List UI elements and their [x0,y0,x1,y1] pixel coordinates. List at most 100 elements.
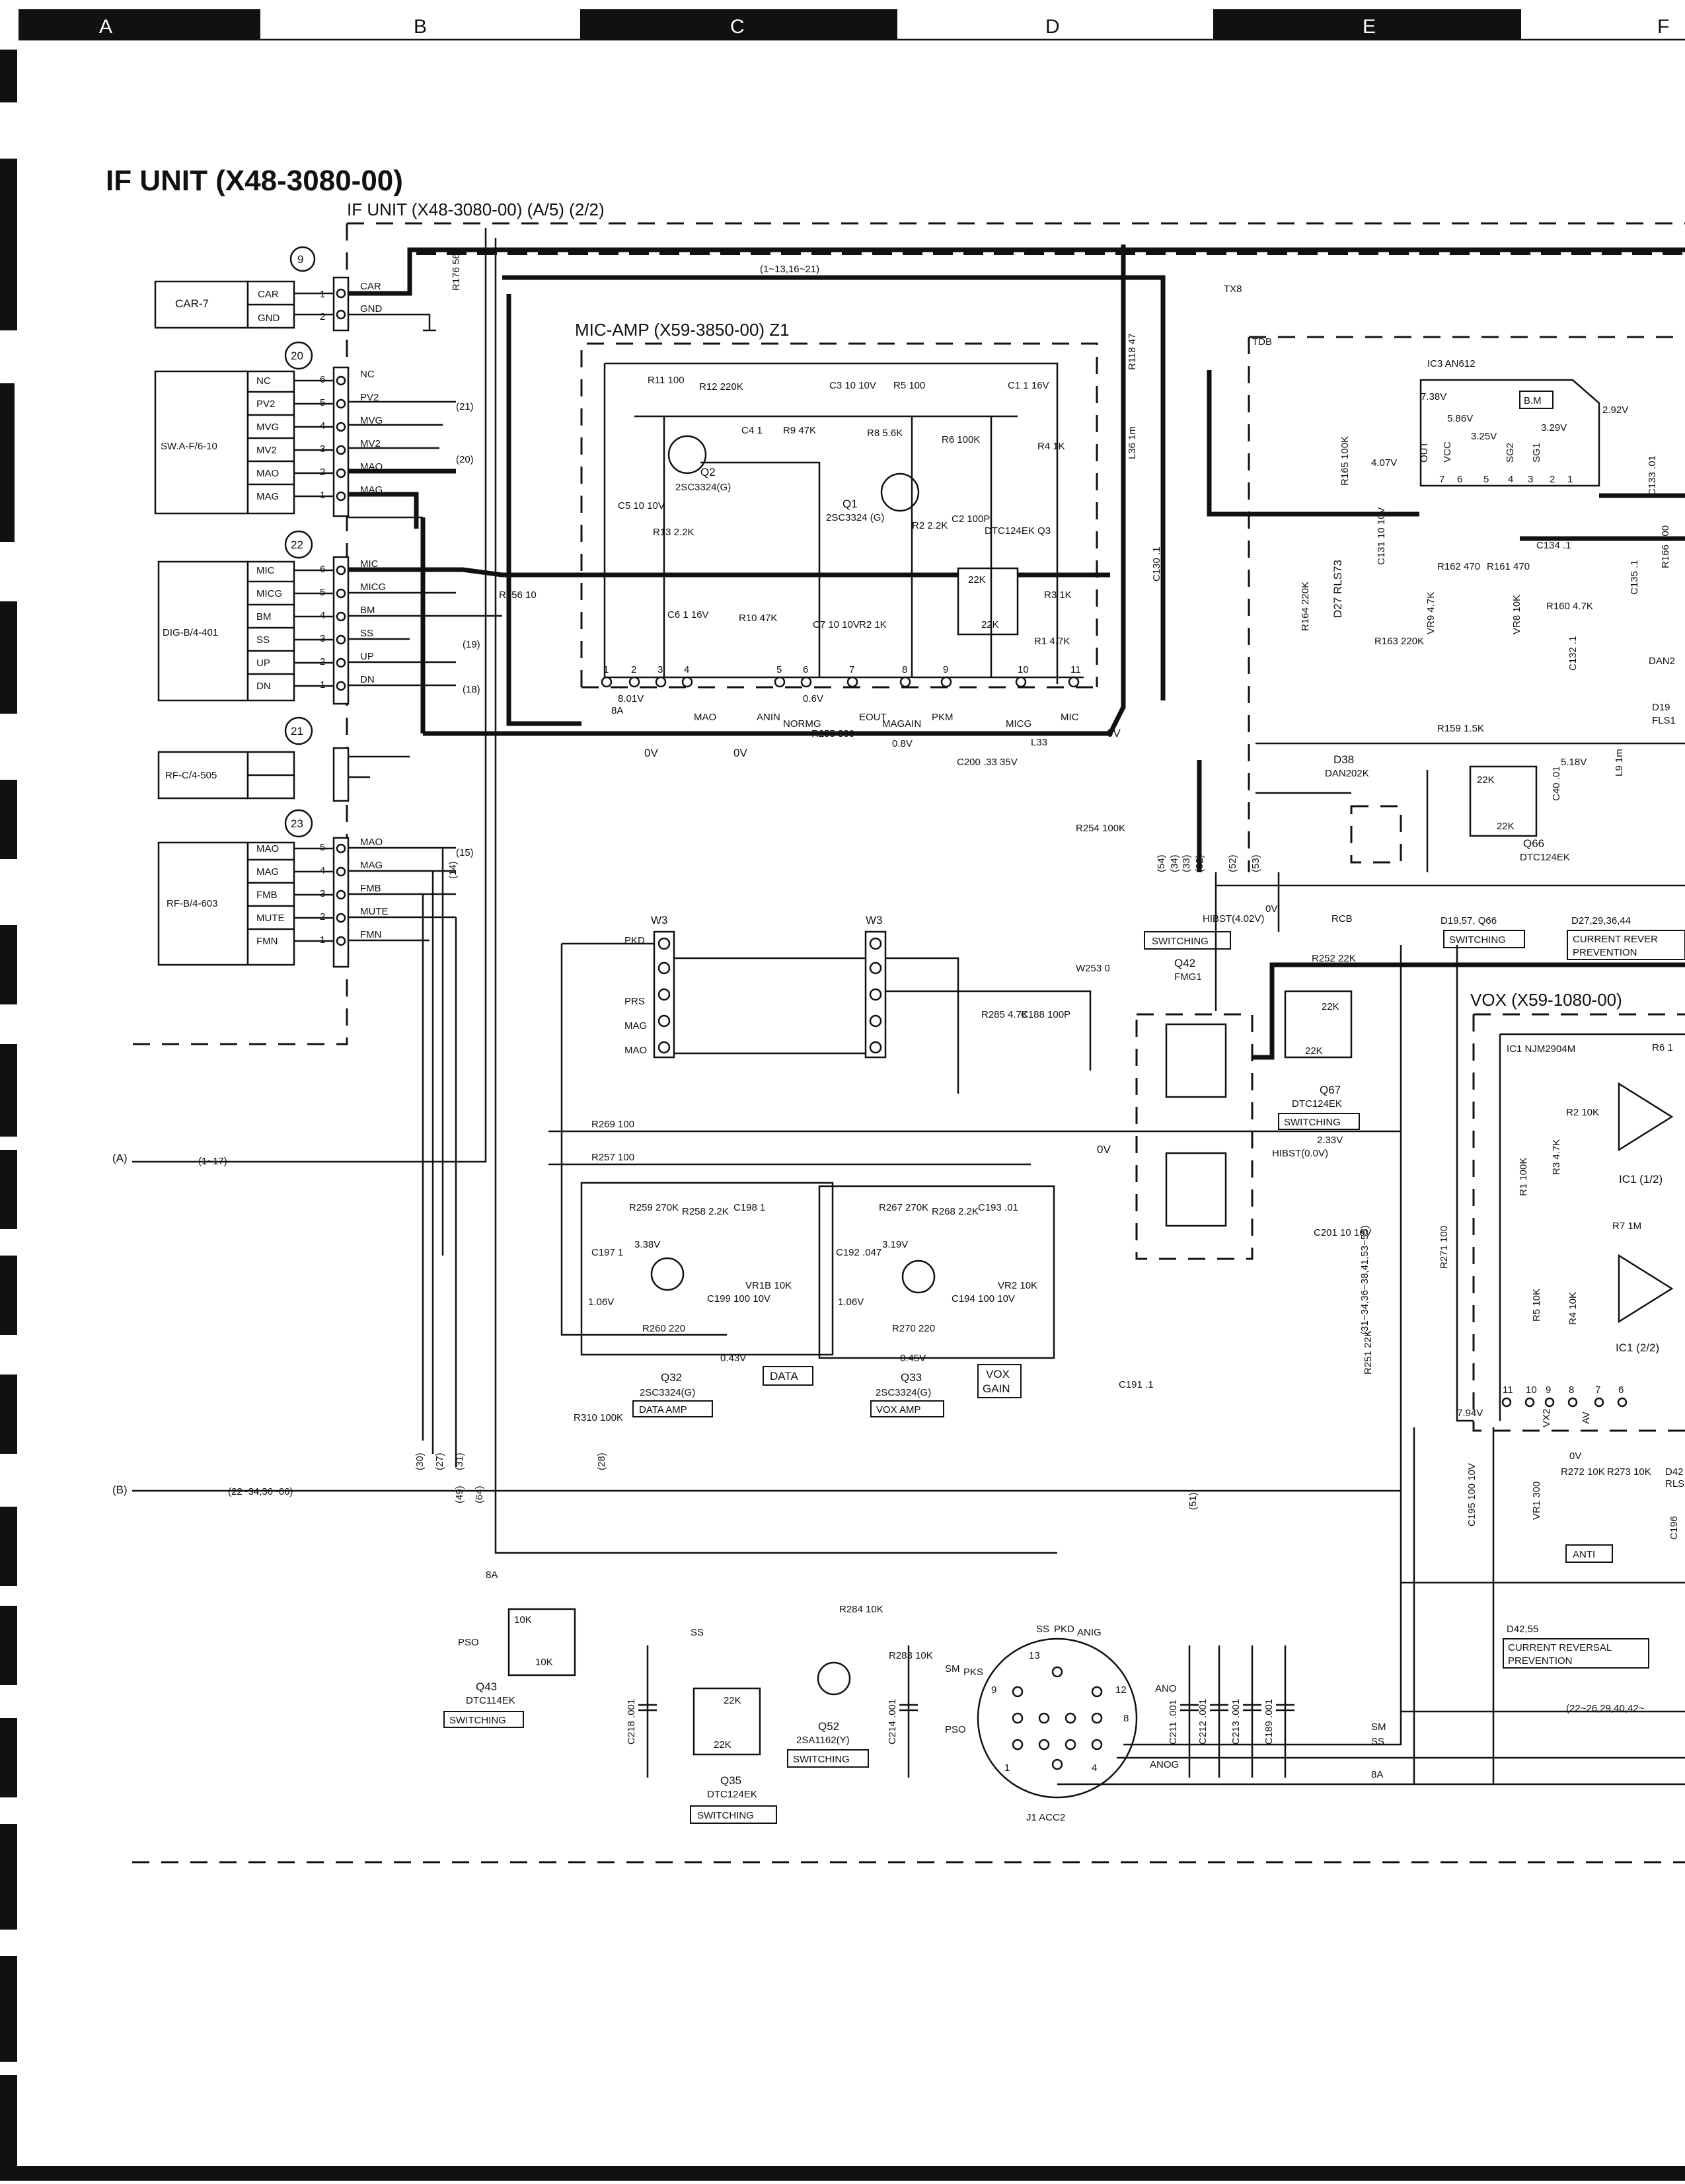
vox-pin-num: 11 [1503,1384,1513,1396]
ic3-pin-num: 3 [1528,474,1533,485]
connector-pin-dot [336,936,346,946]
mic-amp-pin-num: 5 [776,664,782,675]
q35-type: DTC124EK [707,1789,757,1800]
vox-r1: R1 100K [1518,1158,1529,1196]
connector-23-pin-5: 5 [320,842,325,853]
v325: 3.25V [1471,431,1497,442]
mic-amp-pin [899,676,911,688]
j1-pin-12: 12 [1115,1684,1127,1696]
vox-pin [1544,1397,1555,1408]
q35-r2: 22K [714,1739,731,1751]
bus-ref-label: (53) [1250,854,1261,872]
mic-r2x: R2 2.2K [912,520,948,531]
q3-label: DTC124EK Q3 [985,525,1051,537]
connector-22-sig-1: DN [256,681,271,692]
zone-bar: A B C D E F [19,9,1685,41]
j1-label: J1 ACC2 [1026,1812,1065,1823]
connector-9-out2: GND [360,303,383,315]
connector-23-out-mute: MUTE [360,906,389,917]
bus-rcb: RCB [1331,913,1353,924]
q42-hibst1: HIBST(4.02V) [1203,913,1264,924]
dan2: DAN2 [1649,656,1675,667]
connector-9-pin1: 1 [320,289,325,300]
r285: R285 4.7K [981,1009,1028,1020]
q32-tag: DATA AMP [639,1404,687,1415]
vox-r5: R5 10K [1531,1289,1542,1322]
connector-22-out-mic: MIC [360,558,379,570]
j1-pin-hole [1012,1686,1024,1698]
mic-amp-pin [628,676,640,688]
c193: C193 .01 [978,1202,1018,1213]
ic3-section: IC3 AN612 B.M 7.38V 5.86V 3.25V 3.29V 2.… [451,253,1685,1011]
connector-22-out-ss: SS [360,628,373,639]
connector-20-out-nc: NC [360,369,375,380]
zone-a-label: A [99,16,112,38]
vox-crp1: CURRENT REVERSAL [1508,1642,1612,1653]
w3-prs: PRS [624,996,645,1007]
j1-pin-hole [1065,1712,1076,1724]
bus-ref-label: (51) [1187,1492,1199,1510]
mic-pin-eout: EOUT [859,712,887,723]
vox-ic1a: IC1 (1/2) [1619,1173,1663,1186]
c200: C200 .33 35V [957,757,1018,768]
vox-v794: 7.94V [1457,1408,1483,1419]
q67-r252: R252 22K [1312,953,1356,964]
q42-hibst2: HIBST(0.0V) [1272,1148,1328,1159]
j1-pin-hole [1012,1712,1024,1724]
q35-r1: 22K [724,1695,741,1706]
connector-22-out-bm: BM [360,605,375,616]
bus-ref-label: (31) [454,1452,465,1470]
vox-ic1b: IC1 (2/2) [1616,1341,1659,1354]
connector-9-num: 9 [297,253,303,266]
vox-pin-num: 10 [1526,1384,1537,1396]
d19: D19 [1652,702,1670,713]
q42-switch: Q42 FMG1 SWITCHING HIBST(4.02V) 0V HIBST… [1097,903,1328,1260]
sw-d19: SWITCHING [1449,934,1506,946]
vox-pin [1501,1397,1512,1408]
connector-23-sig-3: FMB [256,889,278,901]
j1-acc2: J1 ACC2 9 13 12 8 1 4 SM PKS PSO ANOG SS… [945,1624,1179,1823]
q66-r1: 22K [1477,774,1495,786]
vox-pin-num: 6 [1618,1384,1624,1396]
j1-pin-hole [1051,1758,1063,1770]
connector-pin-dot [336,634,346,645]
r164: R164 220K [1300,582,1311,631]
connector-20-pin-6: 6 [320,374,325,385]
vox-gain-box1: VOX [986,1368,1010,1380]
mic-c7: C7 10 10V [813,619,860,630]
d19-group: D19,57, Q66 [1441,915,1497,926]
connector-pin-dot [336,375,346,386]
mic-amp-pin [601,676,613,688]
vox-amp: R267 270K R268 2.2K C193 .01 C192 .047 3… [818,1185,1154,1417]
w3-right-pin [869,1041,882,1054]
j1-pin-hole [1091,1686,1103,1698]
c132: C132 .1 [1567,636,1579,671]
mic-pin-8a: 8A [611,705,623,716]
connector-pin-dot [336,445,346,455]
connector-23-pin-2: 2 [320,911,325,923]
q35-tag: SWITCHING [697,1810,754,1821]
q2-type: 2SC3324(G) [675,482,731,493]
c198: C198 1 [733,1202,765,1213]
connector-9-pin2: 2 [320,311,325,322]
connector-20-num: 20 [291,350,303,362]
w3-right-pin [869,1014,882,1028]
q43-r2: 10K [535,1657,553,1668]
mic-pin-mic: MIC [1061,712,1079,723]
bus-sm: SM [1371,1721,1386,1733]
q42-name: Q42 [1174,957,1195,969]
w3-left-pin [657,961,671,975]
connector-20-out-pv2: PV2 [360,392,379,403]
r254: R254 100K [1076,823,1125,834]
data-box: DATA [770,1370,798,1382]
r163: R163 220K [1374,636,1424,647]
vox-r6: R6 1 [1652,1042,1673,1053]
mic-amp-pin [1015,676,1027,688]
q33-type: 2SC3324(G) [876,1387,931,1398]
v329: 3.29V [1541,422,1567,433]
bus-labels: (1~13,16~21) (A) (1~17) (B) (22~34,36~66… [112,264,1685,1786]
bus-ss: SS [1371,1736,1384,1747]
q43-pso: PSO [458,1637,479,1648]
q52-tag: SWITCHING [793,1754,850,1765]
mic-v-06: 0.6V [803,693,823,704]
